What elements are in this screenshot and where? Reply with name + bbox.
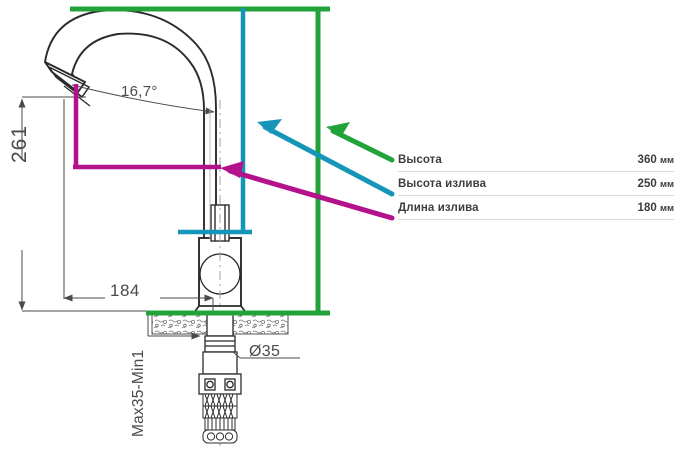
legend-label-spout-length: Длина излива xyxy=(398,201,479,214)
dimension-label-hole-diameter: Ø35 xyxy=(249,343,281,360)
legend-label-height: Высота xyxy=(398,153,442,166)
legend-unit-spout-length: мм xyxy=(659,202,674,214)
spout-height-guide-cyan xyxy=(178,8,252,235)
legend-number-spout-height: 250 xyxy=(637,177,657,190)
cyan-callout-arrow xyxy=(257,119,395,197)
magenta-callout-arrow xyxy=(220,161,395,221)
legend-value-spout-length: 180 мм xyxy=(638,202,674,214)
legend-row-spout-height: Высота излива 250 мм xyxy=(398,172,674,196)
dimension-label-angle: 16,7° xyxy=(121,83,158,100)
countertop-section xyxy=(151,313,289,335)
dimension-label-reach: 184 xyxy=(110,281,140,300)
legend-value-height: 360 мм xyxy=(638,154,674,166)
dimension-diameter-35 xyxy=(232,351,300,359)
legend-row-spout-length: Длина излива 180 мм xyxy=(398,196,674,220)
dimension-label-height: 261 xyxy=(8,124,31,163)
mounting-shank-hardware xyxy=(198,313,242,444)
legend-unit-spout-height: мм xyxy=(659,178,674,190)
legend-number-spout-length: 180 xyxy=(637,201,657,214)
legend-label-spout-height: Высота излива xyxy=(398,177,487,190)
height-guide-green xyxy=(70,6,330,316)
spout-length-guide-magenta xyxy=(73,84,221,170)
dimension-angle-16-7 xyxy=(71,84,215,115)
legend-row-height: Высота 360 мм xyxy=(398,148,674,172)
spout-aerator xyxy=(44,61,91,99)
specification-legend: Высота 360 мм Высота излива 250 мм Длина… xyxy=(398,148,674,220)
legend-value-spout-height: 250 мм xyxy=(638,178,674,190)
legend-unit-height: мм xyxy=(659,154,674,166)
faucet-outline xyxy=(44,9,217,240)
legend-number-height: 360 xyxy=(637,153,657,166)
dimension-height-261 xyxy=(18,96,150,312)
dimension-label-countertop-thickness: Max35-Min1 xyxy=(130,349,147,437)
green-callout-arrow xyxy=(326,122,395,163)
